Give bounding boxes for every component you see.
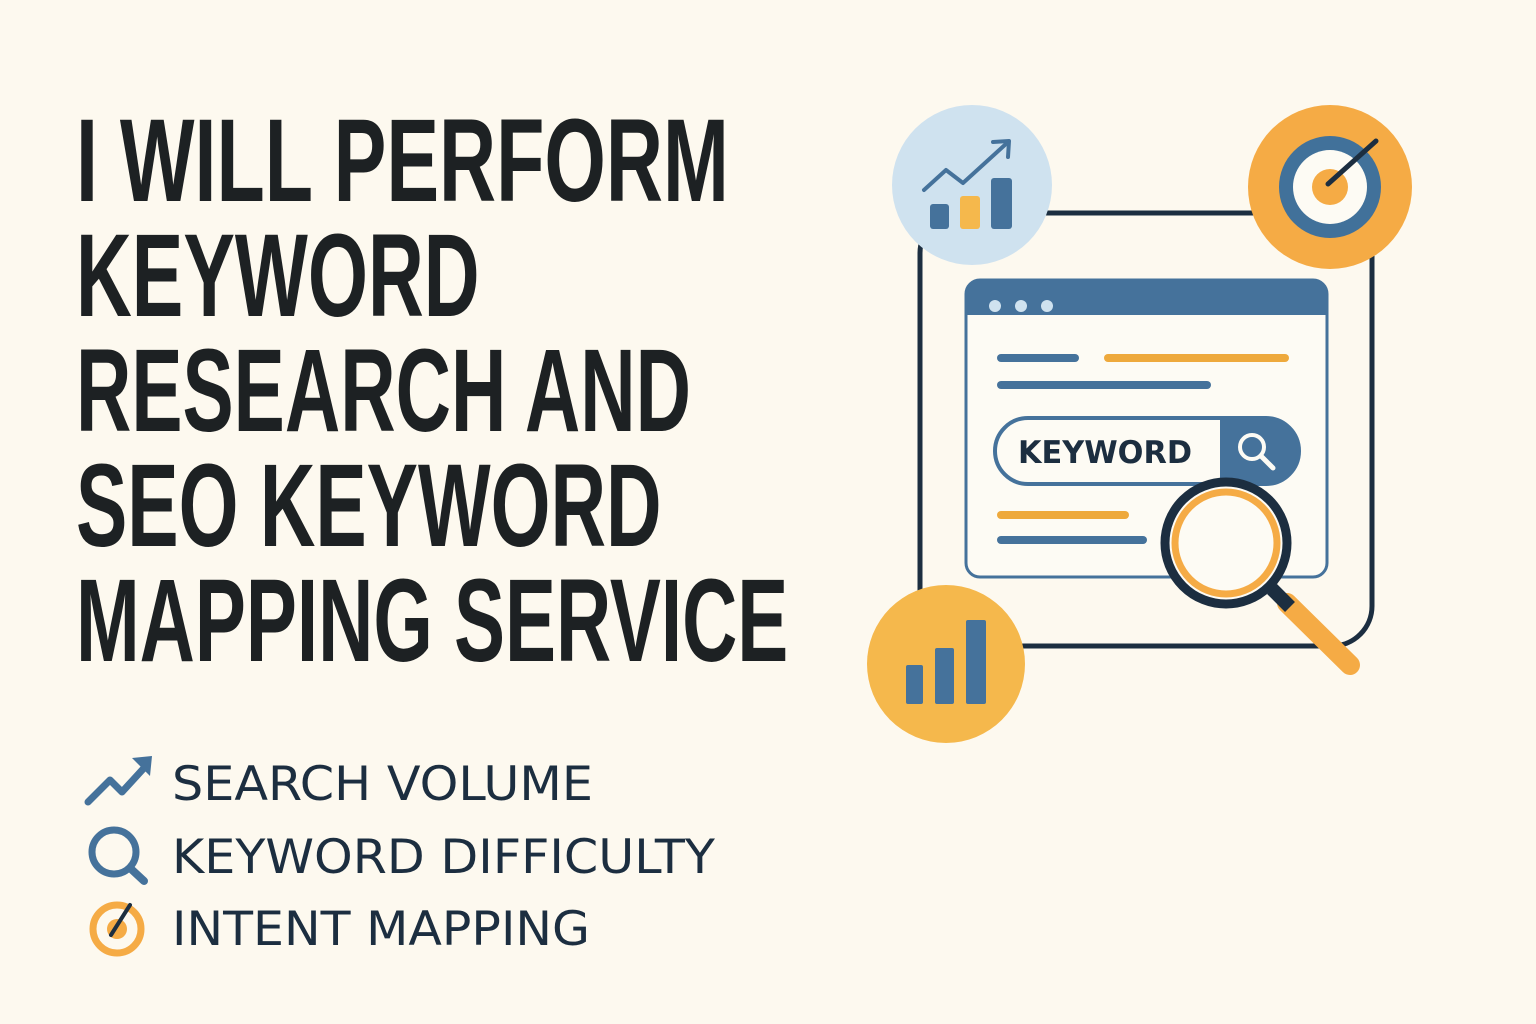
headline: I WILL PERFORM KEYWORD RESEARCH AND SEO … (76, 95, 788, 687)
outer-frame (917, 210, 1375, 649)
feature-label: SEARCH VOLUME (172, 757, 593, 812)
window-dot (989, 300, 1001, 312)
feature-item: INTENT MAPPING (89, 901, 590, 957)
feature-list: SEARCH VOLUME KEYWORD DIFFICULTY INTENT … (84, 756, 715, 957)
feature-label: KEYWORD DIFFICULTY (172, 830, 715, 885)
headline-line-5: MAPPING SERVICE (76, 555, 788, 687)
feature-item: SEARCH VOLUME (84, 756, 593, 812)
feature-item: KEYWORD DIFFICULTY (88, 826, 715, 885)
search-bar-text: KEYWORD (1018, 435, 1192, 471)
magnifying-glass-icon (1160, 477, 1360, 675)
headline-line-4: SEO KEYWORD (76, 441, 662, 572)
seo-illustration: KEYWORD (867, 105, 1412, 743)
headline-line-1: I WILL PERFORM (76, 95, 729, 227)
search-icon (1238, 433, 1276, 471)
headline-line-2: KEYWORD (76, 211, 480, 342)
feature-label: INTENT MAPPING (172, 902, 590, 957)
growth-chart-icon (892, 105, 1052, 265)
target-icon (89, 901, 145, 957)
window-dot (1015, 300, 1027, 312)
target-icon (1248, 105, 1412, 269)
headline-line-3: RESEARCH AND (76, 325, 691, 457)
window-dot (1041, 300, 1053, 312)
bar-chart-icon (867, 585, 1025, 743)
search-icon (88, 826, 148, 885)
browser-title-bar (966, 280, 1327, 315)
search-button (1220, 418, 1299, 484)
search-bar: KEYWORD (993, 416, 1301, 486)
trending-up-icon (84, 756, 152, 806)
content-lines (997, 354, 1289, 544)
